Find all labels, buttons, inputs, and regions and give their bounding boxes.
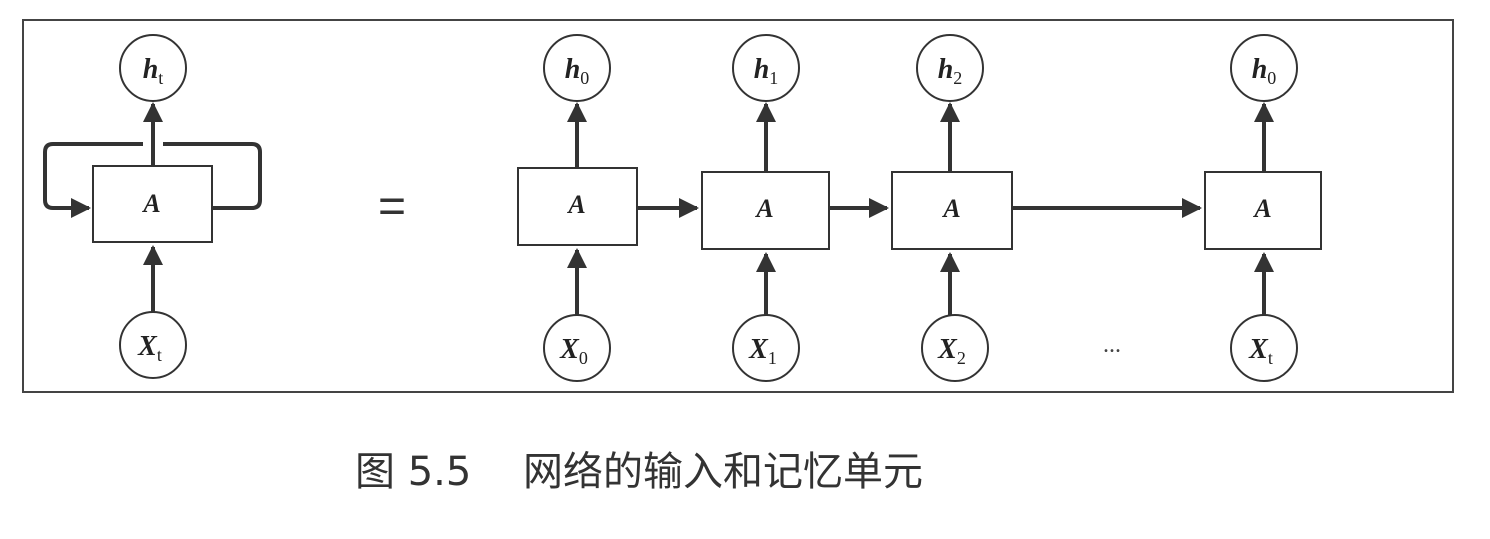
output-node [916,34,984,102]
caption-figure-number: 图 5.5 [355,449,471,495]
cell-label: A [941,194,960,223]
cell-label: A [566,190,585,219]
folded-recurrent-loop [43,142,262,208]
input-node [1230,314,1298,382]
folded-output-label: ht [143,54,164,88]
output-node [732,34,800,102]
unrolled-step: h1 A X1 [701,34,830,382]
unrolled-step: h0 A X0 [517,34,638,382]
cell-box [517,167,638,246]
output-node [1230,34,1298,102]
input-node [543,314,611,382]
input-node [921,314,989,382]
input-label: X2 [937,334,966,368]
cell-box [1204,171,1322,250]
folded-cell-label: A [141,189,160,218]
input-label: X1 [748,334,777,368]
equals-sign: = [378,180,406,233]
figure-frame [22,19,1454,393]
figure-caption: 图 5.5 网络的输入和记忆单元 [355,449,923,495]
input-label: X0 [559,334,588,368]
output-node [543,34,611,102]
input-node [732,314,800,382]
output-label: h0 [1252,54,1277,88]
cell-label: A [1252,194,1271,223]
caption-title: 网络的输入和记忆单元 [523,449,923,495]
cell-box [891,171,1013,250]
output-label: h0 [565,54,590,88]
unrolled-rnn: h0 A X0 h1 A X1 [517,34,1322,382]
unrolled-step: h0 A Xt [1204,34,1322,382]
ellipsis: ... [1103,332,1121,358]
cell-label: A [754,194,773,223]
cell-box [701,171,830,250]
folded-output-node [119,34,187,102]
unrolled-step: h2 A X2 [891,34,1013,382]
folded-input-label: Xt [137,331,162,365]
output-label: h2 [938,54,963,88]
input-label: Xt [1248,334,1273,368]
output-label: h1 [754,54,779,88]
folded-rnn: ht A Xt [43,34,262,379]
